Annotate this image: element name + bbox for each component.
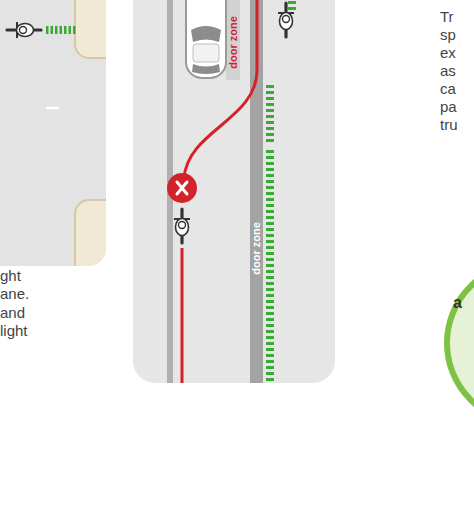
zone-label: door zone <box>251 222 262 275</box>
circle-outline <box>442 258 474 428</box>
text-fragment: tru <box>440 117 458 132</box>
text-fragment: pa <box>440 99 457 114</box>
text-fragment: ex <box>440 45 456 60</box>
zone-label: door zone <box>227 16 238 69</box>
badge-text: a <box>453 294 462 312</box>
crash-mark <box>167 173 197 203</box>
text-fragment: ca <box>440 81 456 96</box>
circle-badge: a <box>442 258 474 428</box>
road-panel <box>133 0 335 383</box>
text-fragment: Tr <box>440 9 454 24</box>
text-fragment: and <box>0 305 25 320</box>
text-fragment: ane. <box>0 286 29 301</box>
text-fragment: light <box>0 323 28 338</box>
intersection-panel <box>0 0 106 266</box>
text-fragment: sp <box>440 27 456 42</box>
text-fragment: ght <box>0 268 21 283</box>
parked-car <box>186 0 226 78</box>
text-fragment: as <box>440 63 456 78</box>
